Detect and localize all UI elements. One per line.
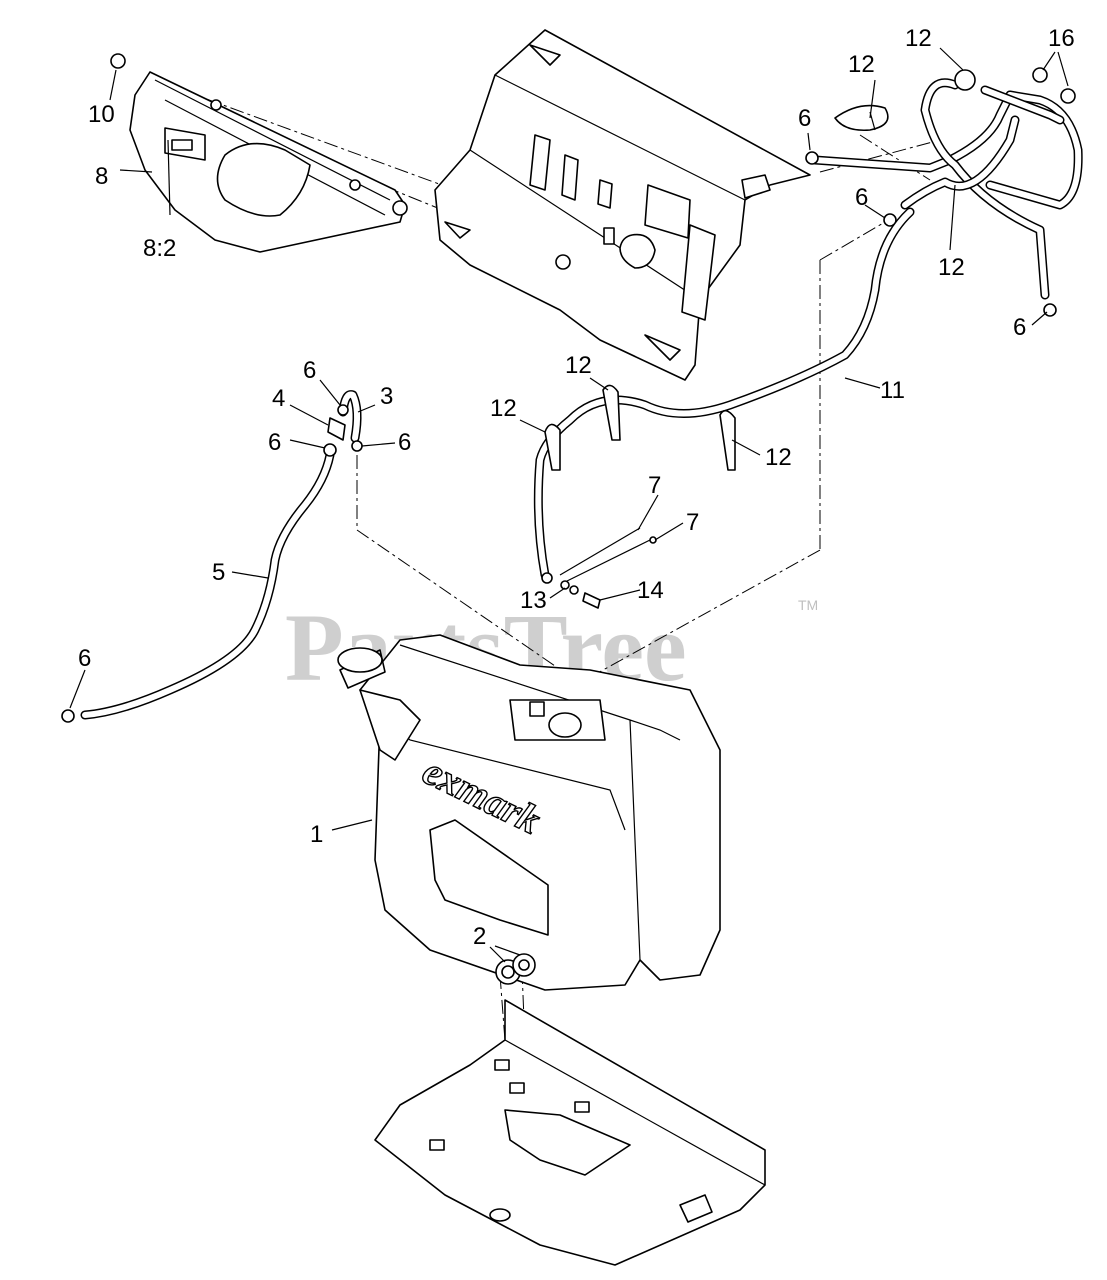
callout-16: 16 xyxy=(1048,25,1075,52)
callout-12: 12 xyxy=(490,395,517,422)
clamp-6 xyxy=(1043,303,1057,317)
callout-6: 6 xyxy=(268,429,281,456)
leader-lines xyxy=(69,47,1069,963)
callout-6: 6 xyxy=(855,184,868,211)
callout-13: 13 xyxy=(520,587,547,614)
callout-6: 6 xyxy=(78,645,91,672)
callout-12: 12 xyxy=(848,51,875,78)
callout-14: 14 xyxy=(637,577,664,604)
base-plate xyxy=(374,999,766,1266)
callout-8-2: 8:2 xyxy=(143,235,176,262)
callout-12: 12 xyxy=(565,352,592,379)
callout-8: 8 xyxy=(95,163,108,190)
small-parts-7-13-14 xyxy=(559,527,657,609)
callout-7: 7 xyxy=(648,472,661,499)
callout-11: 11 xyxy=(880,377,905,404)
fuel-hose-5 xyxy=(61,390,363,723)
callout-10: 10 xyxy=(88,101,115,128)
callout-2: 2 xyxy=(473,923,486,950)
callout-12: 12 xyxy=(905,25,932,52)
clamp-6 xyxy=(883,213,897,227)
callout-12: 12 xyxy=(765,444,792,471)
callout-7: 7 xyxy=(686,509,699,536)
callout-6: 6 xyxy=(303,357,316,384)
callout-6: 6 xyxy=(798,105,811,132)
callout-6: 6 xyxy=(398,429,411,456)
callout-6: 6 xyxy=(1013,314,1026,341)
fuel-tank-1: exmark xyxy=(337,634,721,991)
callout-1: 1 xyxy=(310,821,323,848)
callout-12: 12 xyxy=(938,254,965,281)
watermark-tm: TM xyxy=(798,597,818,613)
fuel-line-assembly xyxy=(805,67,1083,317)
callout-labels: 10 8 8:2 12 12 16 6 6 12 6 11 12 12 12 7… xyxy=(78,25,1075,950)
callout-5: 5 xyxy=(212,559,225,586)
fuel-hose-11 xyxy=(533,207,915,584)
shroud-panel-8 xyxy=(110,53,408,253)
callout-4: 4 xyxy=(272,385,285,412)
bolt-10 xyxy=(110,53,126,69)
callout-3: 3 xyxy=(380,383,393,410)
grommets-2 xyxy=(495,953,536,985)
clamp-6 xyxy=(805,151,819,165)
mounting-bracket xyxy=(434,29,811,381)
